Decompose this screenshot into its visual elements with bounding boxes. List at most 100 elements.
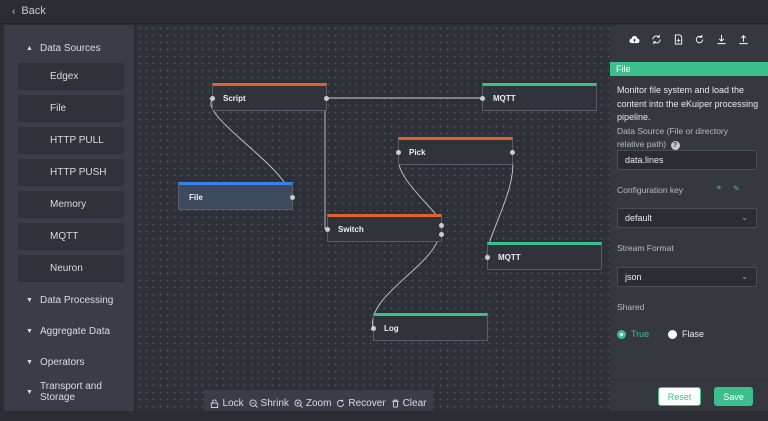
source-item-neuron[interactable]: Neuron (18, 255, 124, 282)
node-label: MQTT (498, 252, 521, 262)
node-description: Monitor file system and load the content… (617, 85, 759, 122)
recover-button[interactable]: Recover (336, 397, 386, 409)
category-transport-storage[interactable]: ▼ Transport and Storage (4, 381, 135, 403)
zoom-out-icon (248, 398, 258, 408)
download-icon[interactable] (716, 34, 727, 45)
shared-label: Shared (617, 302, 645, 312)
radio-unchecked-icon (668, 329, 677, 339)
add-icon[interactable]: + (716, 183, 722, 194)
node-mqtt-sink-right[interactable]: MQTT (485, 242, 602, 270)
bottom-strip (0, 411, 768, 421)
shared-false-label: Flase (682, 329, 705, 339)
chevron-down-icon: ⌄ (741, 213, 748, 222)
zoom-label: Zoom (305, 397, 332, 409)
data-source-input[interactable]: data.lines (617, 150, 757, 170)
output-port[interactable] (324, 96, 329, 101)
properties-panel: File Monitor file system and load the co… (610, 25, 768, 411)
source-item-http-pull[interactable]: HTTP PULL (18, 127, 124, 154)
refresh-icon (337, 399, 345, 407)
panel-footer: Reset Save (610, 379, 768, 411)
top-bar: ‹ Back (0, 0, 768, 24)
sync-icon[interactable] (651, 34, 662, 45)
input-port[interactable] (396, 150, 401, 155)
input-port[interactable] (480, 96, 485, 101)
category-operators[interactable]: ▼ Operators (4, 352, 135, 372)
category-label: Transport and Storage (40, 381, 102, 403)
source-item-edgex[interactable]: Edgex (18, 63, 124, 90)
shared-true-radio[interactable]: True (617, 329, 649, 339)
zoom-in-icon (294, 398, 303, 408)
category-aggregate-data[interactable]: ▼ Aggregate Data (4, 321, 135, 341)
source-item-mqtt[interactable]: MQTT (18, 223, 124, 250)
node-label: Script (223, 93, 246, 103)
node-switch[interactable]: Switch (325, 214, 444, 242)
data-source-label-text: Data Source (File or directory relative … (617, 126, 729, 149)
node-label: Switch (338, 224, 364, 234)
back-button[interactable]: ‹ Back (12, 5, 46, 17)
output-port[interactable] (510, 150, 515, 155)
category-data-processing[interactable]: ▼ Data Processing (4, 290, 135, 310)
clear-button[interactable]: Clear (391, 397, 427, 409)
stream-format-select[interactable]: json ⌄ (617, 267, 757, 287)
shared-false-radio[interactable]: Flase (668, 329, 704, 339)
node-script[interactable]: Script (210, 83, 329, 111)
shrink-button[interactable]: Shrink (248, 397, 289, 409)
help-icon[interactable]: ? (670, 141, 680, 150)
caret-down-icon: ▼ (26, 388, 33, 396)
category-data-sources[interactable]: ▲ Data Sources (4, 38, 135, 58)
config-key-label: Configuration key (617, 185, 684, 195)
trash-icon (391, 399, 399, 408)
reset-button[interactable]: Reset (658, 387, 701, 406)
node-pick[interactable]: Pick (396, 137, 515, 165)
config-key-select[interactable]: default ⌄ (617, 208, 757, 228)
shared-true-label: True (631, 329, 650, 339)
input-port[interactable] (371, 326, 376, 331)
node-label: MQTT (493, 93, 516, 103)
input-port[interactable] (210, 96, 215, 101)
file-add-icon[interactable] (673, 33, 684, 45)
panel-toolbar (610, 25, 768, 53)
node-label: Log (384, 323, 399, 333)
config-key-value: default (625, 213, 653, 223)
category-label: Aggregate Data (40, 325, 111, 337)
output-port[interactable] (290, 195, 295, 200)
input-port[interactable] (485, 255, 490, 260)
node-log-sink[interactable]: Log (371, 313, 488, 341)
caret-down-icon: ▼ (26, 327, 33, 335)
data-source-label: Data Source (File or directory relative … (617, 125, 747, 151)
source-item-memory[interactable]: Memory (18, 191, 124, 218)
stream-format-value: json (625, 272, 642, 282)
flow-canvas[interactable]: Script MQTT Pick File Switch MQTT (136, 25, 610, 411)
lock-button[interactable]: Lock (210, 397, 244, 409)
upload-icon[interactable] (738, 34, 749, 45)
edit-icon[interactable]: ✎ (733, 184, 740, 193)
node-mqtt-sink-top[interactable]: MQTT (480, 83, 597, 111)
chevron-down-icon: ⌄ (741, 272, 748, 281)
node-palette-sidebar: ▲ Data Sources Edgex File HTTP PULL HTTP… (4, 25, 135, 411)
input-port[interactable] (325, 227, 330, 232)
node-file-source[interactable]: File (178, 182, 295, 210)
clear-label: Clear (402, 397, 427, 409)
cloud-upload-icon[interactable] (629, 34, 640, 45)
stream-format-label: Stream Format (617, 243, 674, 253)
lock-label: Lock (222, 397, 244, 409)
radio-checked-icon (617, 329, 626, 339)
caret-down-icon: ▼ (26, 358, 33, 366)
node-label: File (189, 192, 203, 202)
panel-title: File (610, 62, 768, 76)
shrink-label: Shrink (260, 397, 289, 409)
redo-icon[interactable] (694, 34, 705, 45)
lock-icon (211, 398, 219, 408)
output-port[interactable] (439, 223, 444, 228)
output-port[interactable] (439, 232, 444, 237)
source-item-http-push[interactable]: HTTP PUSH (18, 159, 124, 186)
chevron-left-icon: ‹ (12, 5, 16, 17)
zoom-button[interactable]: Zoom (294, 397, 332, 409)
back-label: Back (21, 5, 46, 17)
caret-up-icon: ▲ (26, 44, 33, 52)
save-button[interactable]: Save (714, 387, 753, 406)
recover-label: Recover (348, 397, 386, 409)
category-label: Operators (40, 356, 85, 368)
source-item-file[interactable]: File (18, 95, 124, 122)
